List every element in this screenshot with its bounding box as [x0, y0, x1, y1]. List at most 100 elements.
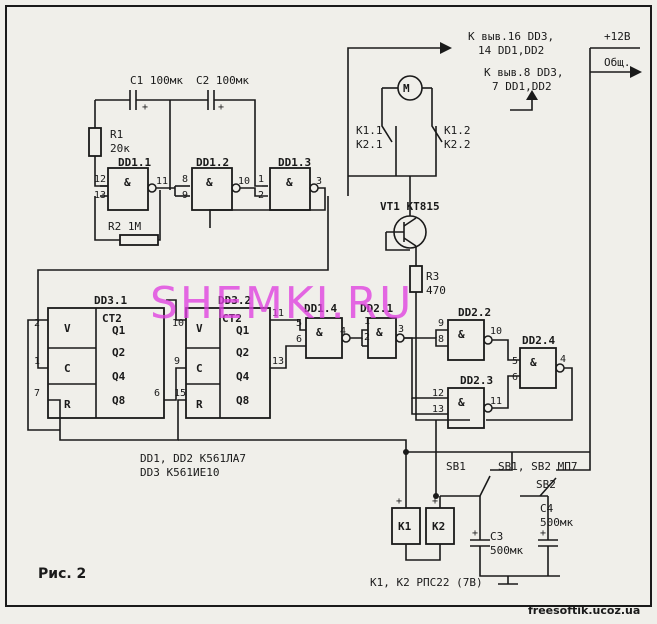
label-k-pins-16: К выв.16 DD3, [468, 30, 554, 43]
c4-plus: + [540, 528, 546, 539]
figure-caption: Рис. 2 [38, 566, 86, 582]
label-sb-note: SB1, SB2 МП7 [498, 460, 577, 473]
pin-6-dd1-4: 6 [296, 334, 302, 345]
label-dd-note-2: DD3 К561ИЕ10 [140, 466, 219, 479]
gate-dd2-2 [447, 319, 485, 361]
pin-11-dd3-2: 11 [272, 308, 284, 319]
pin-r-dd3-1: R [64, 398, 71, 411]
watermark-text: SHEMKI.RU [150, 278, 413, 329]
pin-1-dd3-1: 1 [34, 356, 40, 367]
pin-2-dd1-3: 2 [258, 190, 264, 201]
label-dd1-3: DD1.3 [278, 156, 311, 169]
pin-15-dd3-2: 15 [174, 388, 186, 399]
k2-plus: + [432, 496, 438, 507]
label-dd3-1: DD3.1 [94, 294, 127, 307]
pin-9-dd1-2: 9 [182, 190, 188, 201]
label-dd-note-1: DD1, DD2 К561ЛА7 [140, 452, 246, 465]
amp-dd1-1: & [124, 176, 131, 189]
q8-dd3-1: Q8 [112, 394, 125, 407]
amp-dd2-2: & [458, 328, 465, 341]
amp-dd2-3: & [458, 396, 465, 409]
pin-13-dd1-1: 13 [94, 190, 106, 201]
c2-plus: + [218, 102, 224, 113]
q2-dd3-1: Q2 [112, 346, 125, 359]
counter-section [27, 196, 329, 441]
pin-5-dd2-4: 5 [512, 356, 518, 367]
credit-text: freesoftik.ucoz.ua [528, 604, 640, 617]
label-sb2: SB2 [536, 478, 556, 491]
label-k1-1: К1.1 [356, 124, 383, 137]
motor-m: M [403, 82, 410, 95]
pin-10-dd1-2: 10 [238, 176, 250, 187]
pin-9-dd3-2: 9 [174, 356, 180, 367]
amp-dd2-4: & [530, 356, 537, 369]
pin-1-dd2-1: 1 [364, 316, 370, 327]
gate-dd1-1 [107, 167, 149, 211]
power-lines [347, 42, 642, 452]
pin-3-dd2-1: 3 [398, 324, 404, 335]
label-dd2-4: DD2.4 [522, 334, 555, 347]
label-k2-1: К2.1 [356, 138, 383, 151]
motor-section [348, 75, 470, 421]
amp-dd1-4: & [316, 326, 323, 339]
c3-plus: + [472, 528, 478, 539]
q2-dd3-2: Q2 [236, 346, 249, 359]
pin-8-dd2-2: 8 [438, 334, 444, 345]
label-c3-value: 500мк [490, 544, 523, 557]
label-c1: C1 100мк [130, 74, 183, 87]
diagram-frame [5, 5, 652, 607]
amp-dd2-1: & [376, 326, 383, 339]
pin-v-dd3-2: V [196, 322, 203, 335]
pin-10-dd3-2: 10 [172, 318, 184, 329]
label-dd1-4: DD1.4 [304, 302, 337, 315]
pin-3-dd1-3: 3 [316, 176, 322, 187]
pin-c-dd3-2: C [196, 362, 203, 375]
logic-gates [305, 317, 573, 429]
counter-dd3-2 [185, 307, 271, 419]
label-dd1-2: DD1.2 [196, 156, 229, 169]
label-c2: C2 100мк [196, 74, 249, 87]
amp-dd1-2: & [206, 176, 213, 189]
pin-7-dd3-1: 7 [34, 388, 40, 399]
pin-8-dd1-2: 8 [182, 174, 188, 185]
pin-4-dd1-4: 4 [340, 326, 346, 337]
pin-5-dd1-4: 5 [296, 318, 302, 329]
pin-11-dd2-3: 11 [490, 396, 502, 407]
q4-dd3-2: Q4 [236, 370, 250, 383]
pin-c-dd3-1: C [64, 362, 71, 375]
label-r1-value: 20к [110, 142, 130, 155]
pin-r-dd3-2: R [196, 398, 203, 411]
label-dd2-2: DD2.2 [458, 306, 491, 319]
label-k-pins-7: 7 DD1,DD2 [492, 80, 552, 93]
label-sb1: SB1 [446, 460, 466, 473]
label-dd2-3: DD2.3 [460, 374, 493, 387]
label-plus12v: +12В [604, 30, 631, 43]
pin-6-dd2-4: 6 [512, 372, 518, 383]
label-k-pins-14: 14 DD1,DD2 [478, 44, 544, 57]
label-dd1-1: DD1.1 [118, 156, 151, 169]
label-r2: R2 1М [108, 220, 141, 233]
pin-2-dd3-1: 2 [34, 318, 40, 329]
label-r3-value: 470 [426, 284, 446, 297]
k1-plus: + [396, 496, 402, 507]
c1-plus: + [142, 102, 148, 113]
label-k2: К2 [432, 520, 445, 533]
pin-13-dd2-3: 13 [432, 404, 444, 415]
amp-dd1-3: & [286, 176, 293, 189]
counter-dd3-1 [47, 307, 165, 419]
pin-10-dd2-2: 10 [490, 326, 502, 337]
motor-icon [397, 75, 423, 101]
q1-dd3-1: Q1 [112, 324, 126, 337]
gate-dd2-3 [447, 387, 485, 429]
pin-9-dd2-2: 9 [438, 318, 444, 329]
label-c4-value: 500мк [540, 516, 573, 529]
q1-dd3-2: Q1 [236, 324, 250, 337]
gate-dd2-4 [519, 347, 557, 389]
pin-12-dd1-1: 12 [94, 174, 106, 185]
label-vt1: VT1 КТ815 [380, 200, 440, 213]
label-c4-name: C4 [540, 502, 554, 515]
label-common: Общ. [604, 56, 631, 69]
pin-6-dd3-1: 6 [154, 388, 160, 399]
q4-dd3-1: Q4 [112, 370, 126, 383]
